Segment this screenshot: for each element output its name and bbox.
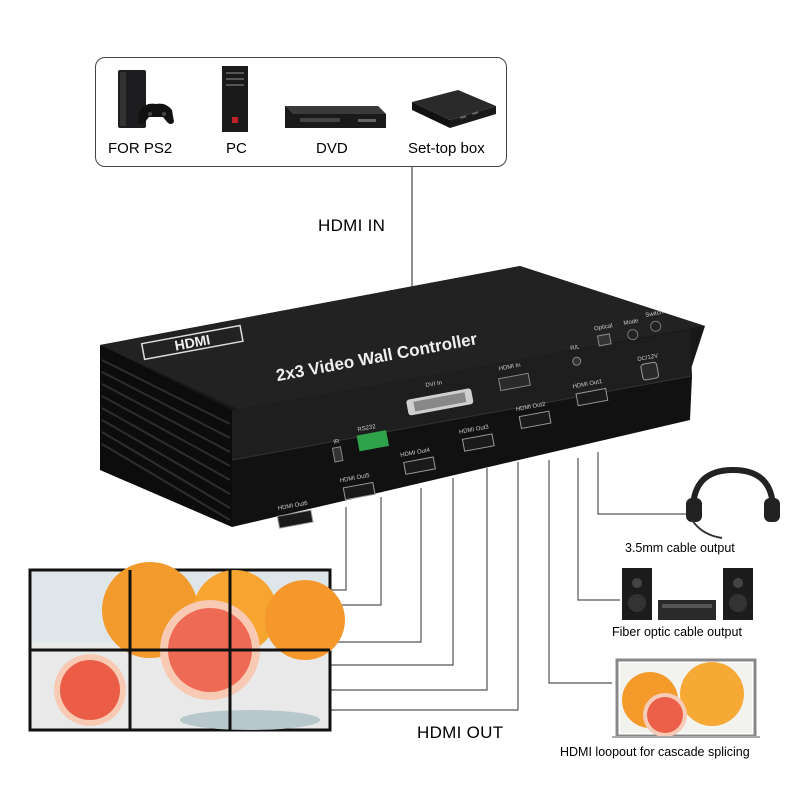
rs232-label: RS232 bbox=[357, 424, 377, 433]
dc12v-label: DC/12V bbox=[637, 353, 659, 363]
hdmi-in-label-port: HDMI In bbox=[498, 363, 521, 373]
video-wall-controller-device: HDMI 2x3 Video Wall Controller DVI In HD… bbox=[100, 266, 705, 529]
source-label-pc: PC bbox=[226, 140, 247, 157]
hdmi-out4-port bbox=[403, 456, 436, 475]
loopout-tv-icon bbox=[612, 658, 760, 738]
hdmi-out5-label: HDMI Out5 bbox=[340, 473, 371, 484]
peripheral-lines bbox=[548, 452, 690, 684]
hdmi-out6-port bbox=[276, 509, 314, 529]
loopout-label: HDMI loopout for cascade splicing bbox=[560, 745, 750, 759]
hdmi-out-label: HDMI OUT bbox=[417, 723, 504, 742]
video-wall-display bbox=[28, 562, 345, 732]
game-console-icon bbox=[118, 70, 174, 128]
hdmi-out3-port bbox=[461, 433, 495, 452]
set-top-box-icon bbox=[412, 90, 496, 128]
rs232-port bbox=[356, 430, 389, 452]
hdmi-in-label: HDMI IN bbox=[318, 216, 386, 235]
source-icons bbox=[118, 66, 496, 132]
headphones-output-label: 3.5mm cable output bbox=[625, 541, 735, 555]
speakers-icon bbox=[622, 568, 753, 620]
optical-label: Optical bbox=[594, 323, 613, 332]
headphones-icon bbox=[686, 466, 780, 539]
dvi-in-label: DVI In bbox=[425, 380, 443, 389]
pc-tower-icon bbox=[222, 66, 248, 132]
hdmi-out-lines bbox=[330, 462, 519, 711]
hdmi-out2-port bbox=[518, 410, 552, 430]
source-label-dvd: DVD bbox=[316, 140, 348, 157]
source-label-set-top-box: Set-top box bbox=[408, 140, 485, 157]
switch-button bbox=[650, 320, 662, 332]
mode-button bbox=[627, 329, 639, 341]
hdmi-out1-port bbox=[575, 387, 609, 407]
mode-label: Mode bbox=[623, 318, 640, 327]
ir-label: IR bbox=[333, 439, 341, 446]
hdmi-out5-port bbox=[342, 481, 376, 501]
hdmi-in-port bbox=[498, 372, 531, 392]
hdmi-out1-label: HDMI Out1 bbox=[572, 379, 603, 390]
source-label-ps2: FOR PS2 bbox=[108, 140, 173, 157]
hdmi-out6-label: HDMI Out6 bbox=[278, 501, 309, 512]
hdmi-out4-label: HDMI Out4 bbox=[400, 447, 431, 458]
hdmi-out3-label: HDMI Out3 bbox=[459, 424, 490, 435]
hdmi-logo-icon bbox=[140, 324, 244, 361]
optical-port bbox=[596, 333, 612, 347]
dc-power-port bbox=[640, 361, 660, 381]
dvd-player-icon bbox=[285, 106, 386, 128]
fiber-optic-output-label: Fiber optic cable output bbox=[612, 625, 742, 639]
ir-port bbox=[331, 446, 344, 463]
switch-label: Switch bbox=[645, 310, 663, 319]
device-logo: HDMI bbox=[173, 331, 211, 353]
rl-label: R/L bbox=[570, 344, 581, 352]
hdmi-out2-label: HDMI Out2 bbox=[515, 402, 546, 413]
